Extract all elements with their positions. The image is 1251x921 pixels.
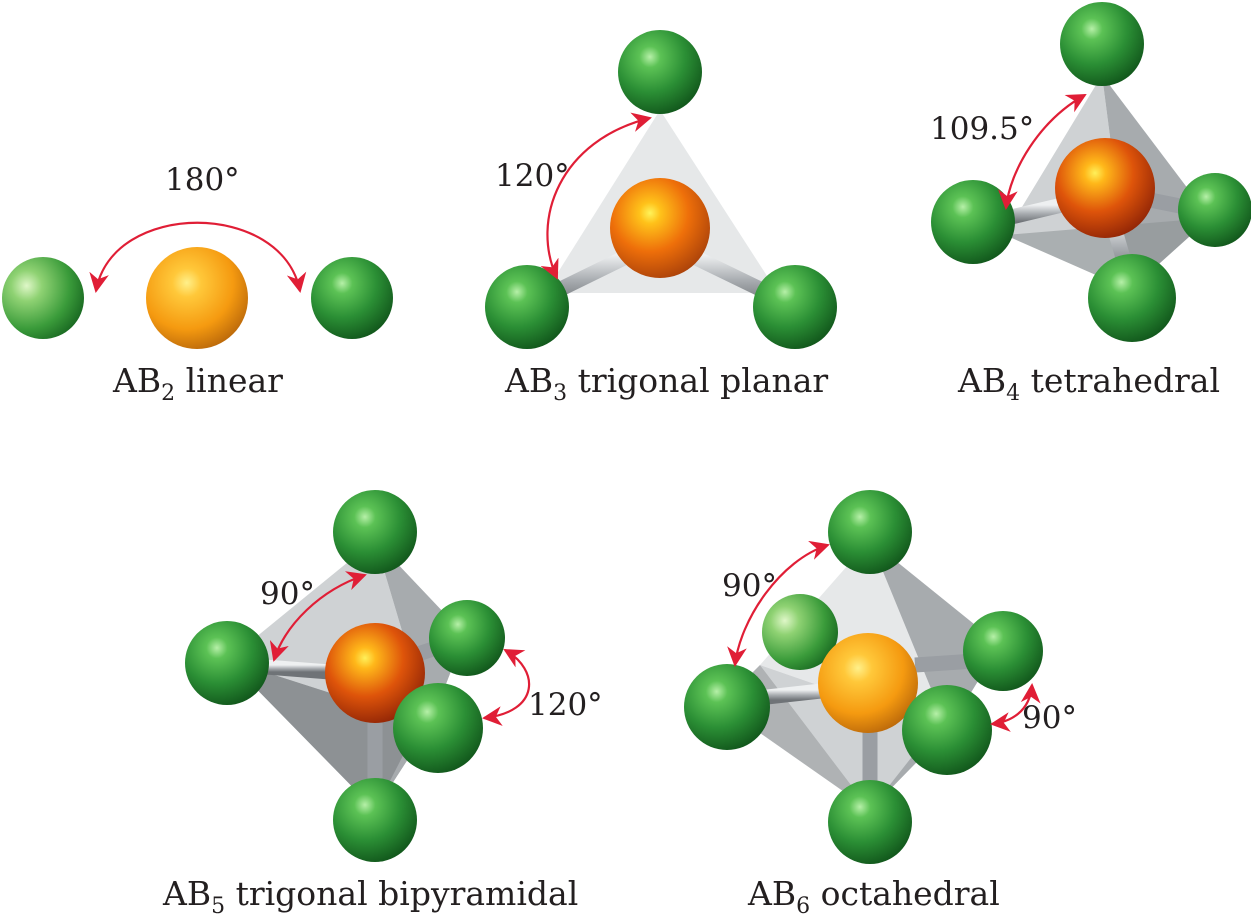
molecule-label: AB6 octahedral bbox=[747, 874, 1000, 919]
molecule-linear: 180° AB2 linear bbox=[2, 162, 393, 406]
molecule-label: AB2 linear bbox=[112, 361, 283, 406]
molecule-label: AB4 tetrahedral bbox=[957, 361, 1220, 406]
outer-atom bbox=[2, 257, 84, 339]
angle-arrow bbox=[727, 540, 830, 667]
molecule-trigonal-bipyramidal: 90° 120° AB5 trigonal bipyramidal bbox=[162, 490, 603, 919]
central-atom bbox=[146, 247, 248, 349]
outer-atom bbox=[333, 778, 417, 862]
outer-atom bbox=[931, 180, 1015, 264]
angle-arrow bbox=[540, 112, 652, 280]
molecule-label: AB5 trigonal bipyramidal bbox=[162, 874, 578, 919]
molecule-trigonal-planar: 120° AB3 trigonal planar bbox=[485, 30, 837, 406]
molecule-octahedral: 90° 90° AB6 octahedral bbox=[684, 490, 1077, 919]
angle-arrow bbox=[990, 683, 1041, 732]
central-atom bbox=[818, 633, 918, 733]
angle-arrow bbox=[482, 649, 531, 726]
angle-arrow bbox=[89, 221, 307, 293]
outer-atom bbox=[311, 257, 393, 339]
outer-atom bbox=[618, 30, 702, 114]
angle-label: 109.5° bbox=[930, 111, 1034, 147]
outer-atom bbox=[333, 490, 417, 574]
polyhedron-face bbox=[870, 540, 1000, 730]
angle-arrow bbox=[269, 571, 367, 662]
angle-label-side: 90° bbox=[1022, 700, 1077, 736]
outer-atom bbox=[828, 490, 912, 574]
central-atom bbox=[1055, 138, 1155, 238]
angle-label-top: 90° bbox=[722, 568, 777, 604]
outer-atom bbox=[753, 265, 837, 349]
outer-atom bbox=[393, 683, 483, 773]
outer-atom bbox=[185, 621, 269, 705]
molecule-tetrahedral: 109.5° AB4 tetrahedral bbox=[930, 2, 1251, 406]
angle-label-axial: 90° bbox=[260, 576, 315, 612]
angle-label: 180° bbox=[165, 162, 240, 198]
angle-label: 120° bbox=[495, 158, 570, 194]
central-atom bbox=[610, 178, 710, 278]
molecule-label: AB3 trigonal planar bbox=[504, 361, 828, 406]
polyhedron-face bbox=[1005, 218, 1210, 290]
outer-atom bbox=[1088, 254, 1176, 342]
outer-atom bbox=[828, 780, 912, 864]
outer-atom bbox=[902, 685, 992, 775]
outer-atom bbox=[485, 265, 569, 349]
angle-arrow bbox=[998, 94, 1087, 210]
outer-atom bbox=[1060, 2, 1144, 86]
outer-atom bbox=[1178, 173, 1251, 247]
outer-atom bbox=[684, 664, 770, 750]
angle-label-equatorial: 120° bbox=[528, 687, 603, 723]
outer-atom bbox=[429, 600, 505, 676]
outer-atom bbox=[963, 611, 1043, 691]
